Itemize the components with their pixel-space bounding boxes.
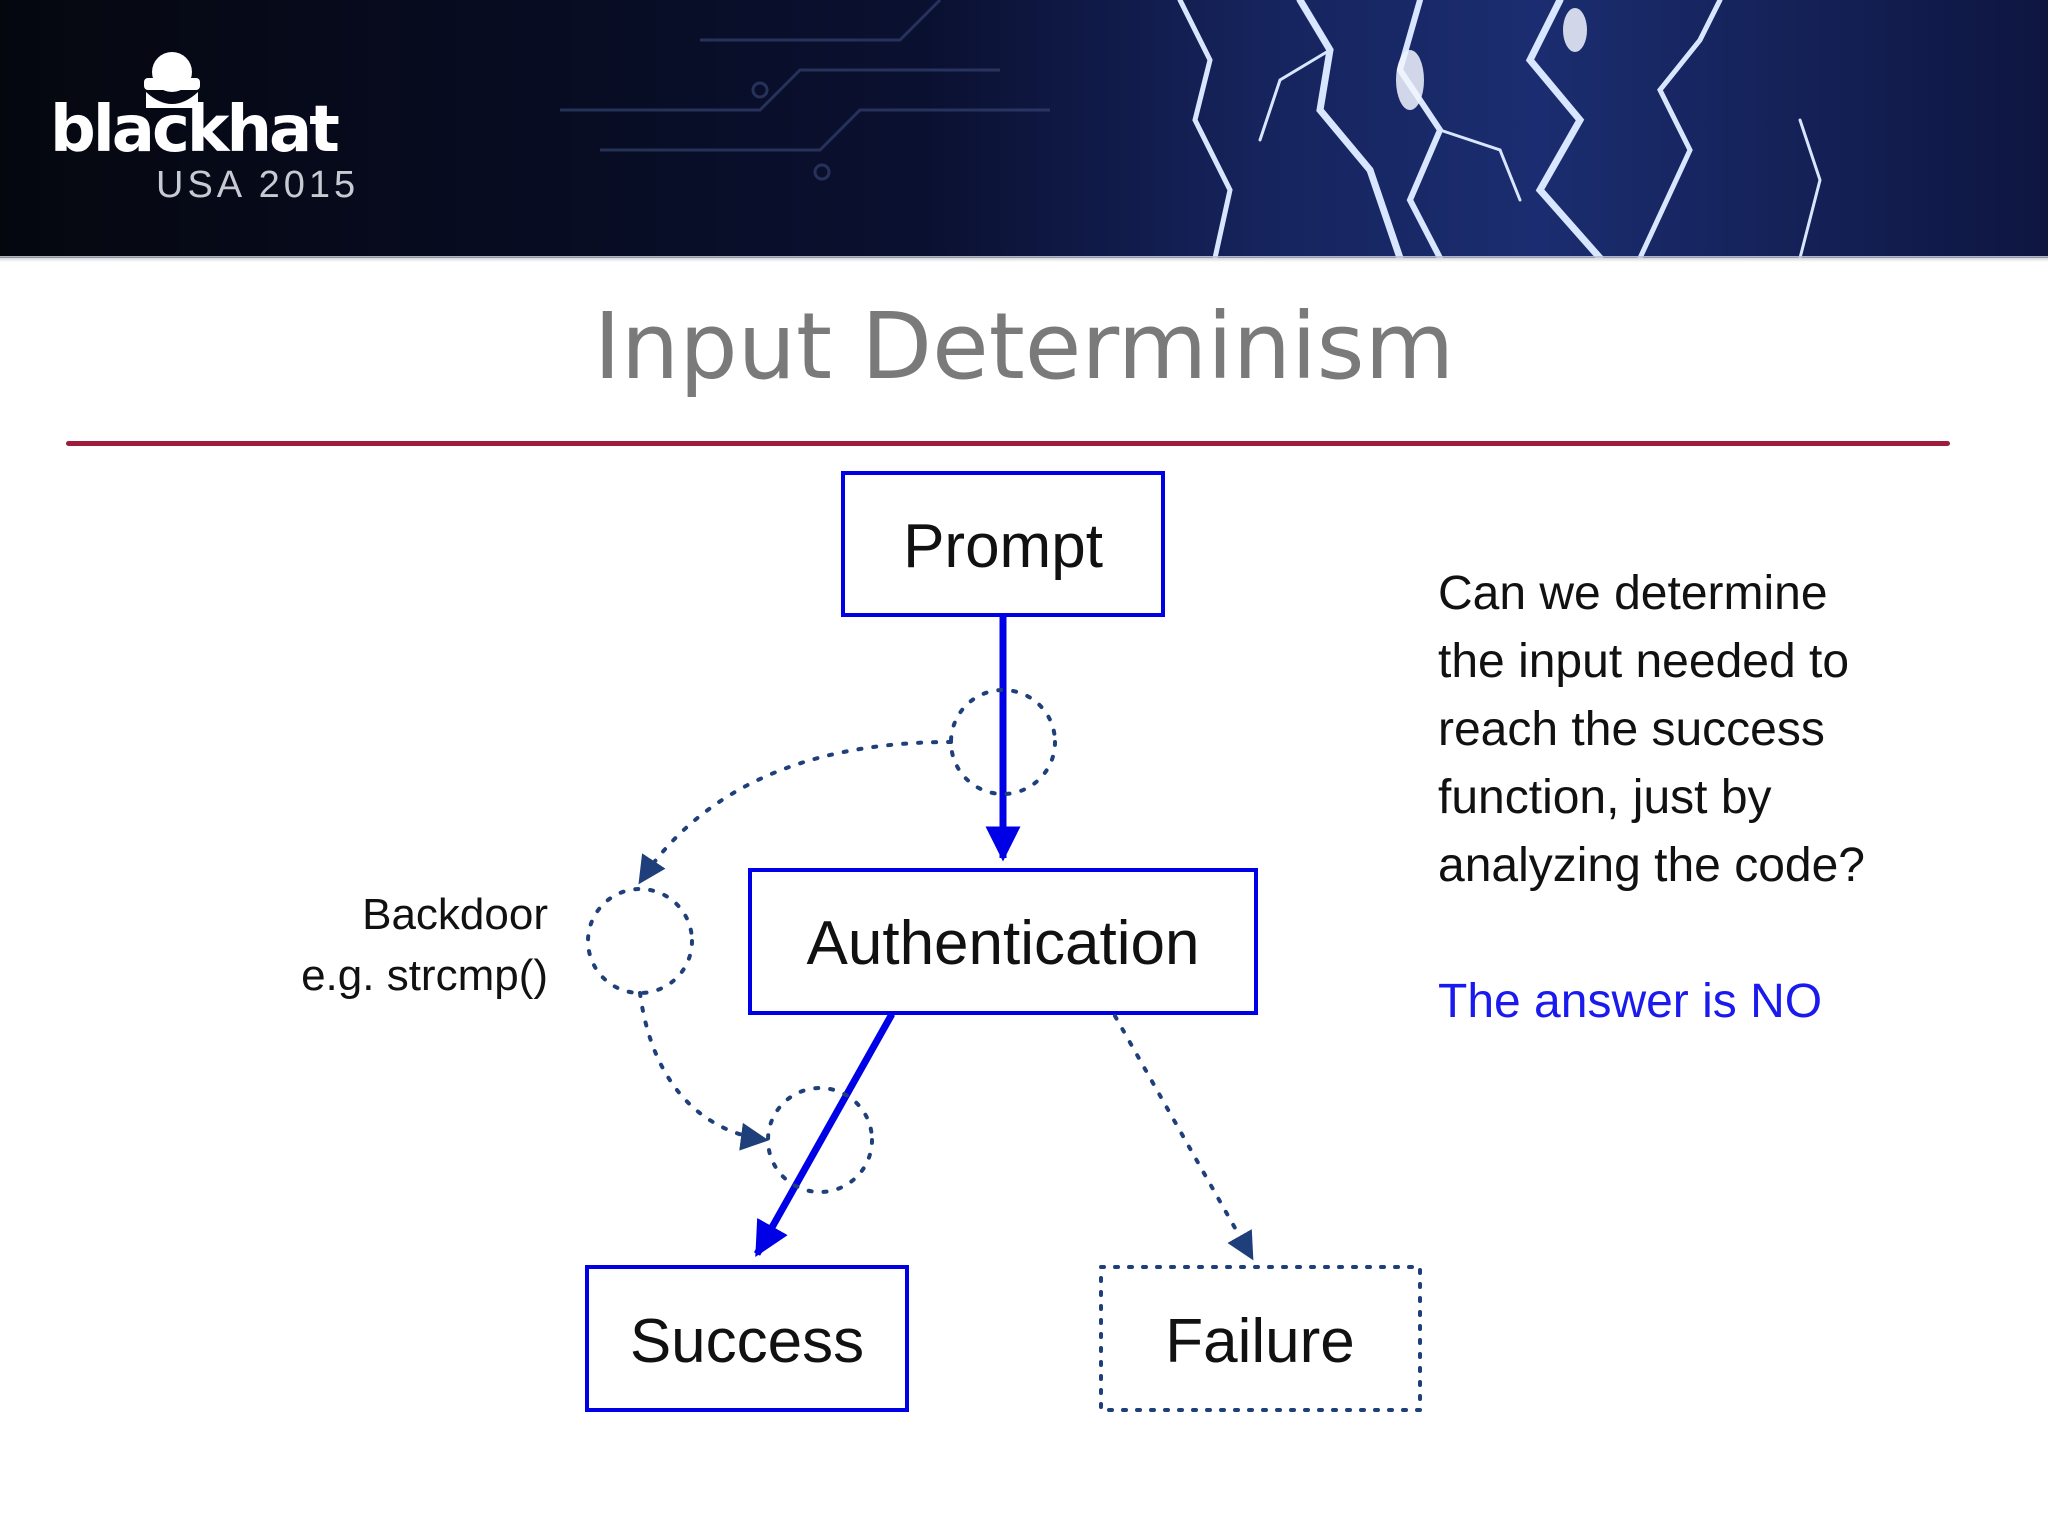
slide-title: Input Determinism	[593, 293, 1455, 400]
prompt-label: Prompt	[903, 512, 1103, 581]
banner-divider	[0, 256, 2048, 262]
backdoor-example-label: e.g. strcmp()	[301, 951, 548, 1000]
header-banner: blackhat USA 2015	[0, 0, 2048, 258]
backdoor-entry-arrow	[638, 740, 953, 885]
backdoor-exit-arrow	[638, 991, 769, 1151]
authentication-label: Authentication	[807, 909, 1200, 978]
success-box	[585, 1265, 909, 1412]
logo-subtitle: USA 2015	[156, 164, 360, 206]
title-rule	[66, 441, 1950, 446]
failure-box	[1099, 1265, 1422, 1412]
authentication-box	[748, 868, 1258, 1015]
failure-label: Failure	[1165, 1307, 1355, 1376]
backdoor-label: Backdoor	[362, 890, 548, 939]
success-label: Success	[630, 1307, 864, 1376]
question-text: Can we determine the input needed to rea…	[1438, 567, 1865, 892]
blackhat-logo: blackhat	[50, 93, 340, 167]
lightning-art	[144, 0, 1822, 258]
auth-to-success-arrow	[753, 1012, 896, 1258]
backdoor-node	[586, 887, 694, 995]
prompt-box	[841, 471, 1165, 617]
answer-text: The answer is NO	[1438, 975, 1823, 1028]
auth-to-failure-arrow	[1113, 1014, 1254, 1261]
